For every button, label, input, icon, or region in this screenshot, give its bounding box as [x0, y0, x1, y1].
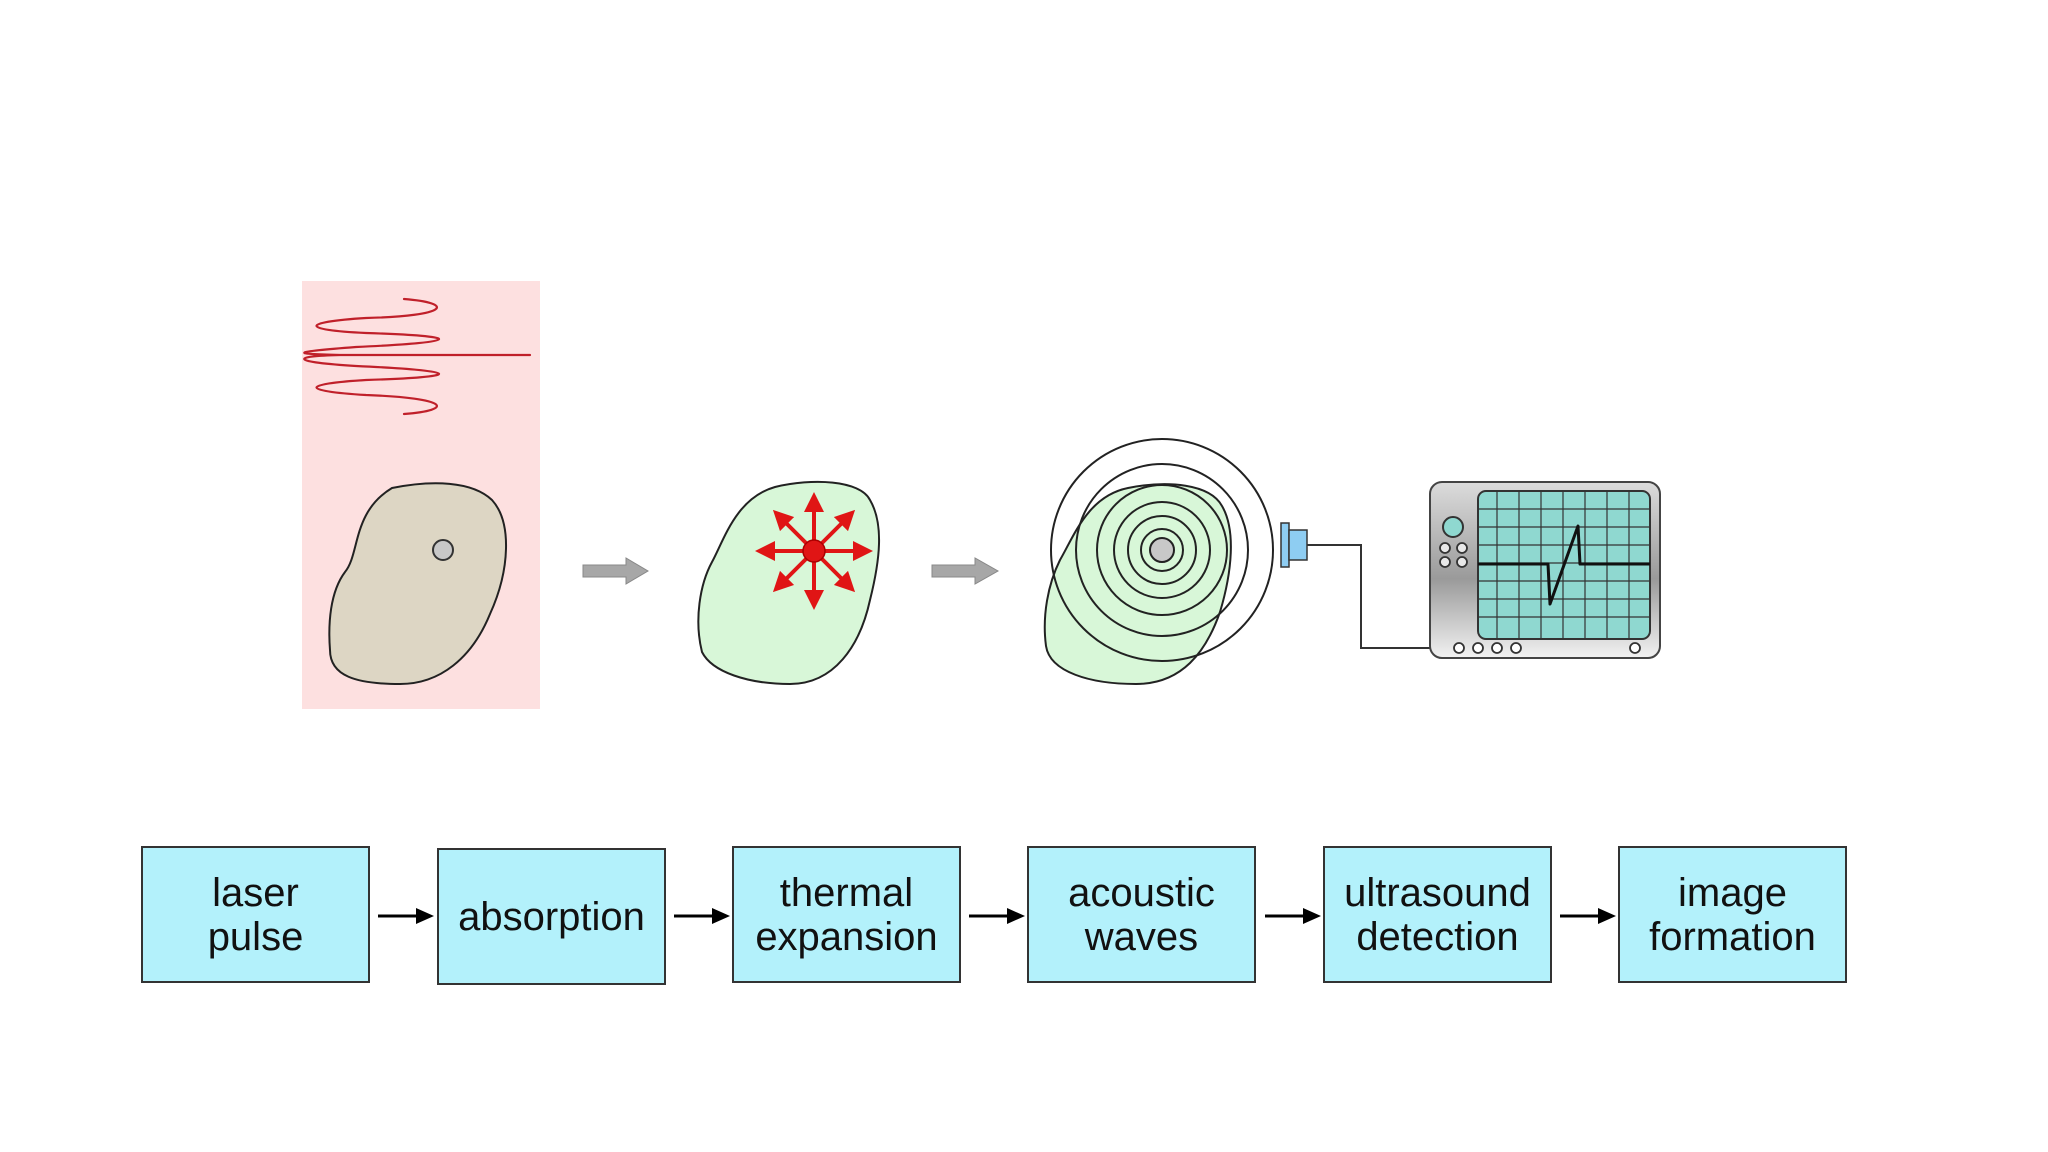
heated-tissue-shape: [697, 480, 881, 686]
step-label: laser pulse: [207, 870, 304, 959]
tissue-absorber-icon: [328, 482, 507, 686]
heated-absorber: [802, 539, 826, 563]
step-box-image-formation: image formation: [1618, 846, 1847, 983]
step-box-absorption: absorption: [437, 848, 666, 985]
oscilloscope-icon: [1429, 481, 1661, 659]
acoustic-waves-stage: [1043, 438, 1274, 686]
absorber-particle: [432, 539, 454, 561]
flow-arrow-icon: [1265, 908, 1321, 924]
flow-arrow-icon: [1560, 908, 1616, 924]
step-box-laser-pulse: laser pulse: [141, 846, 370, 983]
step-label: ultrasound detection: [1344, 870, 1531, 959]
oscilloscope-signal: [1478, 524, 1650, 606]
ultrasound-transducer-icon: [1280, 522, 1308, 568]
acoustic-waves-icon: [1050, 438, 1274, 662]
flow-arrow-icon: [674, 908, 730, 924]
oscilloscope-knob: [1442, 516, 1464, 538]
step-box-ultrasound-detection: ultrasound detection: [1323, 846, 1552, 983]
flow-arrow-icon: [969, 908, 1025, 924]
thermal-expansion-stage: [697, 480, 881, 686]
process-arrow-icon: [931, 557, 1000, 585]
step-box-acoustic-waves: acoustic waves: [1027, 846, 1256, 983]
step-label: thermal expansion: [755, 870, 938, 959]
laser-stage: [302, 281, 540, 709]
process-arrow-icon: [582, 557, 649, 585]
step-box-thermal-expansion: thermal expansion: [732, 846, 961, 983]
step-label: acoustic waves: [1068, 870, 1215, 959]
laser-wave-icon: [303, 297, 532, 416]
step-label: absorption: [458, 894, 645, 939]
flow-arrow-icon: [378, 908, 434, 924]
step-label: image formation: [1649, 870, 1816, 959]
transducer-cable: [1307, 544, 1458, 649]
